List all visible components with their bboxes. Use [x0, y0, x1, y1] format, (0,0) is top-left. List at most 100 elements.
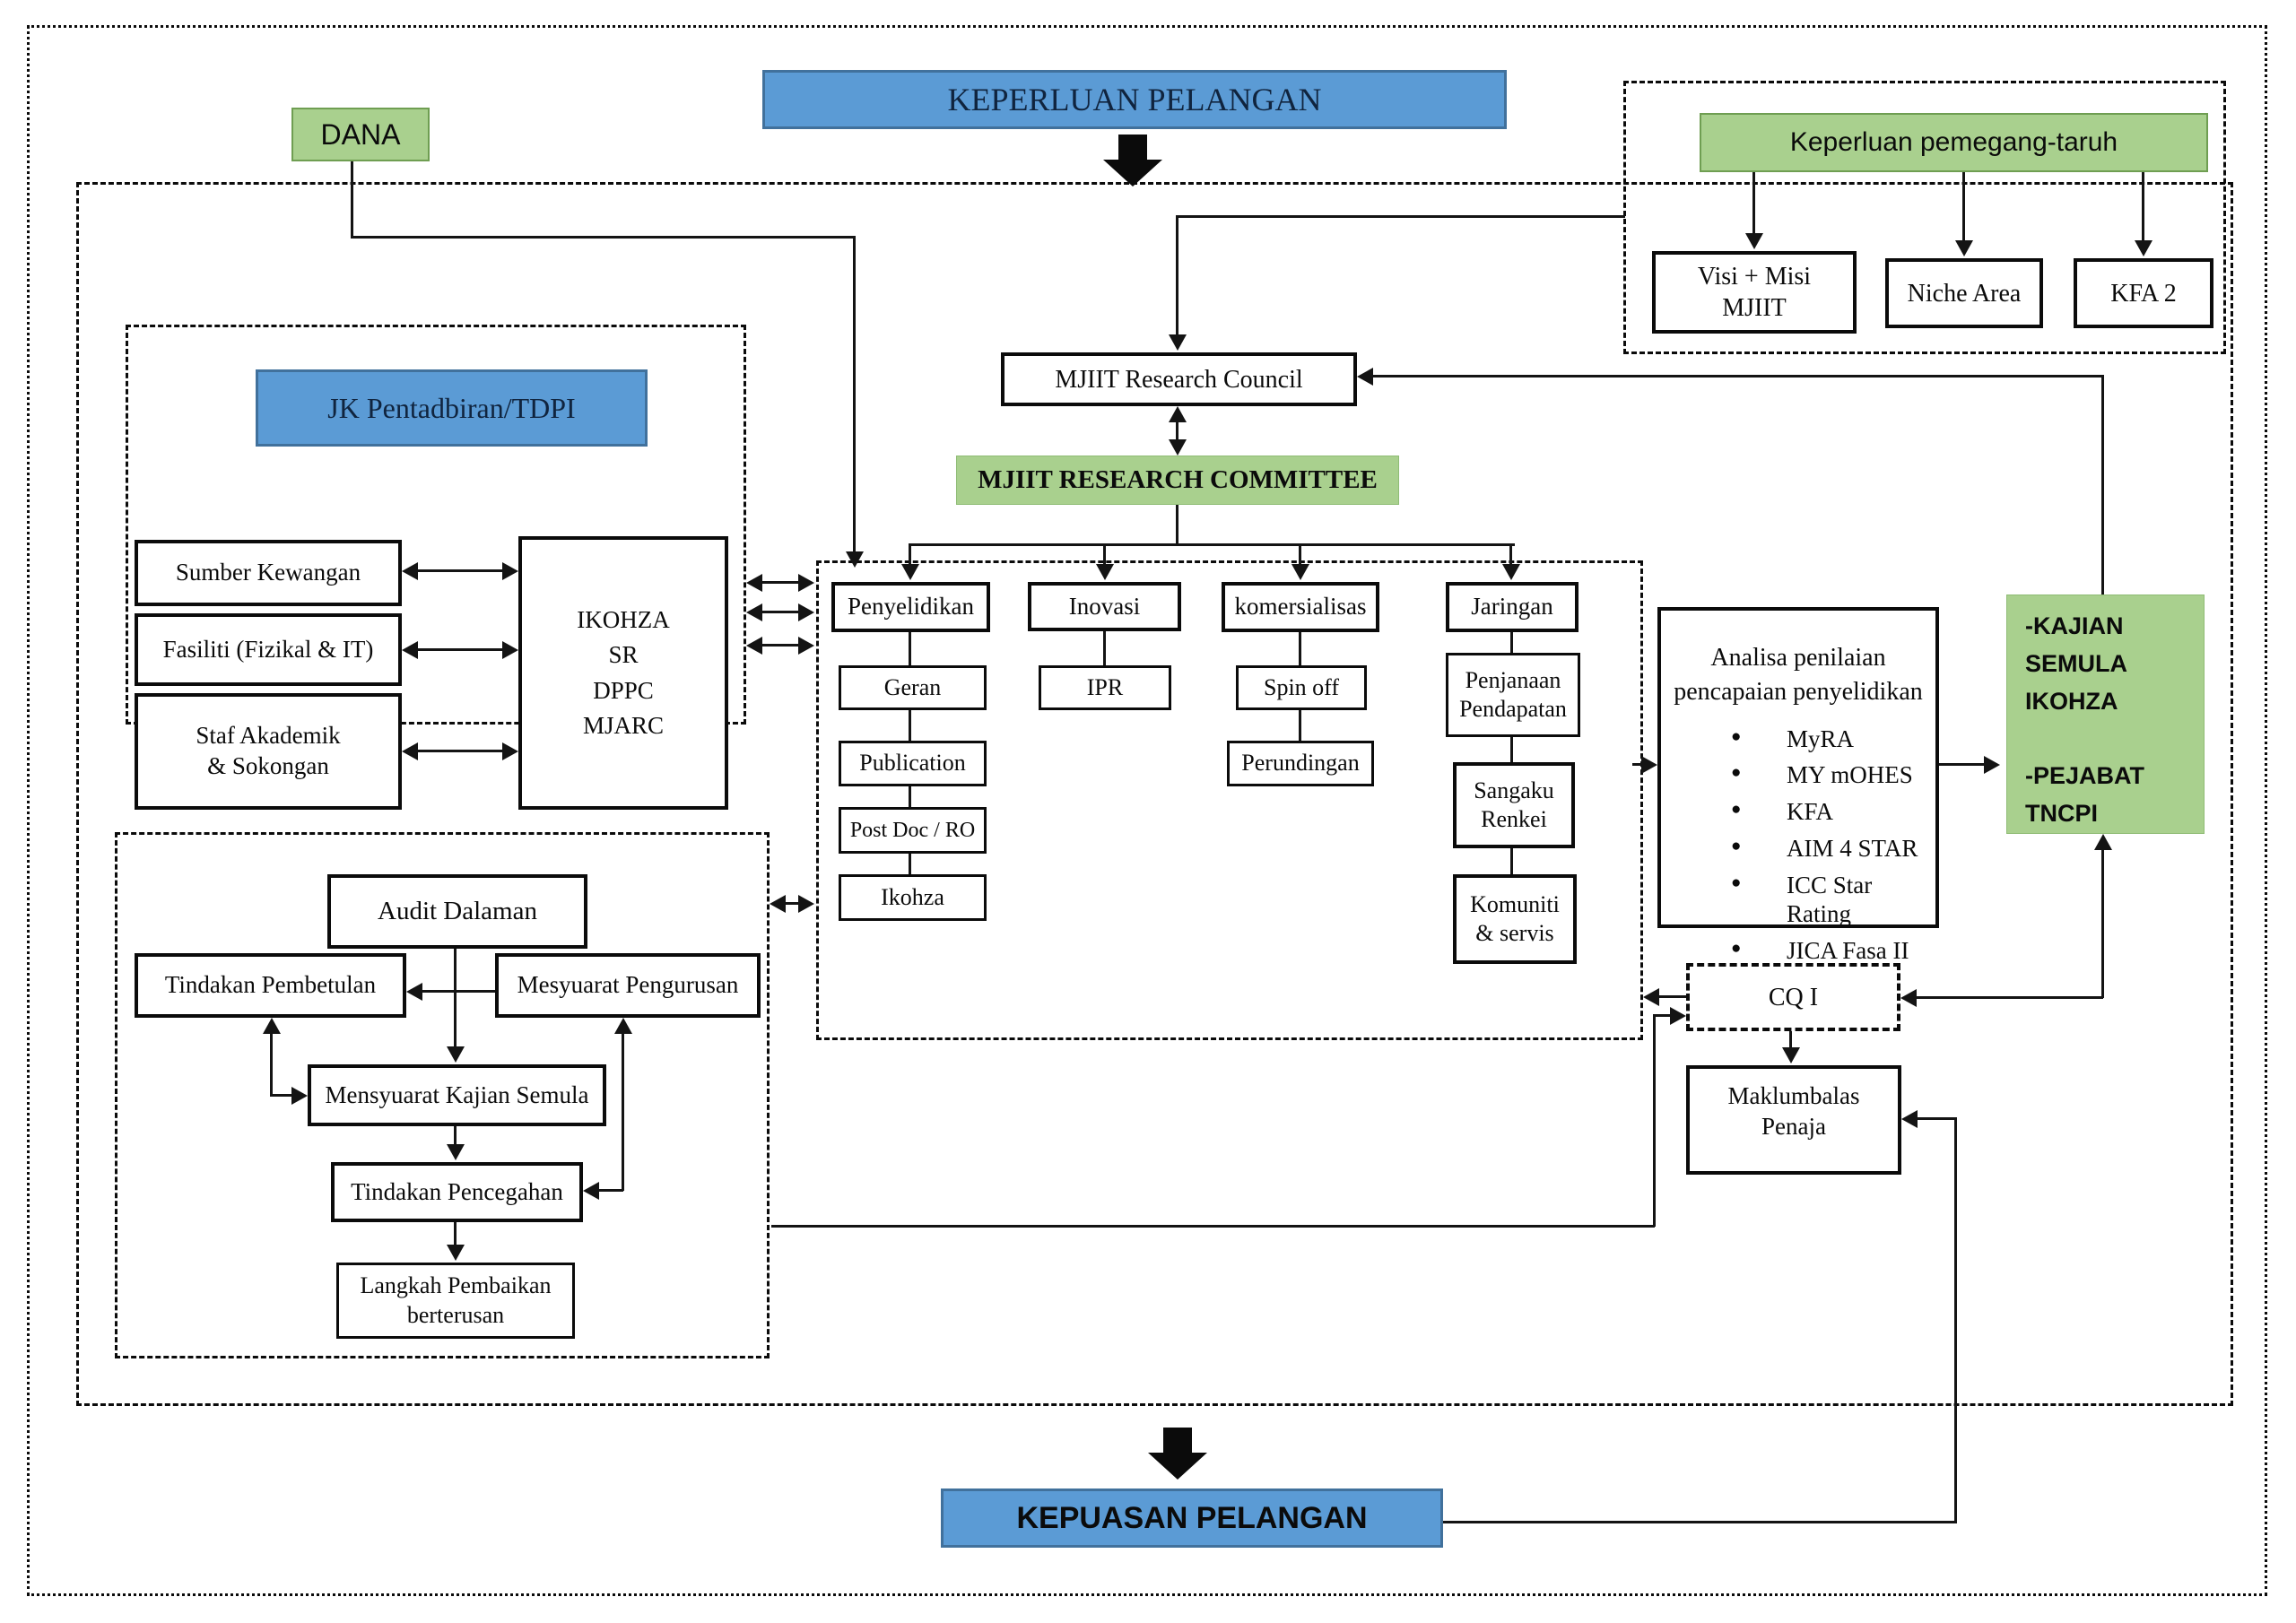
connector-line: [1918, 1117, 1957, 1120]
connector-line: [1752, 172, 1755, 233]
connector-line: [1373, 375, 2103, 378]
arrowhead: [502, 562, 518, 580]
connector-line: [1510, 737, 1513, 762]
arrowhead: [1292, 564, 1309, 580]
arrowhead: [1900, 989, 1917, 1007]
node-mensyuarat-kajian-semula: Mensyuarat Kajian Semula: [308, 1064, 606, 1126]
node-mjiit-research-committee: MJIIT RESEARCH COMMITTEE: [956, 456, 1399, 505]
node-ikohza-small: Ikohza: [839, 874, 987, 921]
arrowhead: [901, 564, 919, 580]
connector-line: [1510, 848, 1513, 874]
arrowhead: [798, 603, 814, 621]
connector-line: [1103, 543, 1106, 564]
connector-line: [786, 902, 798, 905]
connector-line: [622, 1034, 624, 1191]
connector-line: [762, 611, 798, 613]
connector-line: [909, 543, 1515, 546]
node-ikohza-sr-dppc-mjarc: IKOHZA SR DPPC MJARC: [518, 536, 728, 810]
connector-line: [1299, 543, 1301, 564]
arrowhead: [1169, 406, 1187, 422]
node-jaringan: Jaringan: [1446, 582, 1578, 632]
connector-line: [909, 786, 911, 807]
arrowhead: [846, 551, 864, 568]
node-publication: Publication: [839, 741, 987, 786]
arrowhead: [1643, 988, 1659, 1006]
arrowhead: [2094, 834, 2112, 850]
connector-line: [422, 990, 495, 993]
arrowhead: [402, 641, 418, 659]
node-mjiit-research-council: MJIIT Research Council: [1001, 352, 1357, 406]
node-kepuasan-pelangan: KEPUASAN PELANGAN: [941, 1488, 1443, 1548]
node-spin-off: Spin off: [1236, 665, 1367, 710]
analisa-bullet-item: KFA: [1731, 798, 1930, 827]
node-keperluan-pemegang-taruh: Keperluan pemegang-taruh: [1700, 113, 2208, 172]
arrowhead: [402, 742, 418, 760]
node-tindakan-pembetulan: Tindakan Pembetulan: [135, 953, 406, 1018]
node-postdoc-ro: Post Doc / RO: [839, 807, 987, 854]
analisa-bullet-item: AIM 4 STAR: [1731, 835, 1930, 864]
connector-line: [1653, 1014, 1656, 1227]
arrowhead: [1901, 1110, 1918, 1128]
arrowhead: [770, 895, 786, 913]
node-jk-pentadbiran-title: JK Pentadbiran/TDPI: [256, 369, 648, 447]
big-down-arrow-bottom: [1163, 1428, 1192, 1453]
connector-line: [1299, 632, 1301, 665]
big-down-arrow-top: [1118, 135, 1147, 160]
big-down-arrow-bottom-head: [1148, 1453, 1207, 1480]
arrowhead: [502, 641, 518, 659]
connector-line: [762, 644, 798, 647]
node-maklumbalas-penaja: Maklumbalas Penaja: [1686, 1065, 1901, 1175]
connector-line: [2101, 375, 2104, 595]
node-visi-misi-mjiit: Visi + Misi MJIIT: [1652, 251, 1857, 334]
arrowhead: [1096, 564, 1114, 580]
connector-line: [2142, 172, 2144, 240]
node-staf-akademik: Staf Akademik & Sokongan: [135, 693, 402, 810]
arrowhead: [447, 1144, 465, 1160]
analisa-bullet-item: JICA Fasa II: [1731, 937, 1930, 966]
arrowhead: [1169, 334, 1187, 351]
connector-line: [1510, 632, 1513, 653]
node-geran: Geran: [839, 665, 987, 710]
arrowhead: [1502, 564, 1520, 580]
connector-line: [1176, 215, 1178, 336]
node-keperluan-pelangan: KEPERLUAN PELANGAN: [762, 70, 1507, 129]
node-penyelidikan: Penyelidikan: [831, 582, 990, 632]
node-niche-area: Niche Area: [1885, 258, 2043, 328]
arrowhead: [1955, 240, 1973, 256]
connector-line: [909, 543, 911, 564]
kajian-semula-text: -KAJIAN SEMULA IKOHZA -PEJABAT TNCPI: [2025, 612, 2145, 828]
connector-line: [762, 581, 798, 584]
jk-pentadbiran-dashed-boundary: [126, 325, 746, 725]
node-fasiliti: Fasiliti (Fizikal & IT): [135, 613, 402, 686]
arrowhead: [406, 983, 422, 1001]
arrowhead: [291, 1087, 308, 1105]
node-analisa-penilaian: Analisa penilaian pencapaian penyelidika…: [1657, 607, 1939, 964]
arrowhead: [1670, 1007, 1686, 1025]
connector-line: [1299, 710, 1301, 741]
arrowhead: [1641, 756, 1657, 774]
connector-line: [1659, 995, 1686, 998]
connector-line: [270, 1034, 273, 1096]
connector-line: [1939, 763, 1984, 766]
arrowhead: [614, 1018, 632, 1034]
connector-line: [771, 1225, 1655, 1228]
analisa-title: Analisa penilaian pencapaian penyelidika…: [1674, 644, 1923, 706]
analisa-bullet-item: MY mOHES: [1731, 761, 1930, 790]
node-cqi: CQ I: [1686, 963, 1900, 1031]
analisa-bullet-item: ICC Star Rating: [1731, 872, 1930, 929]
connector-line: [1103, 631, 1106, 665]
connector-line: [1176, 505, 1178, 545]
connector-line: [1632, 763, 1643, 766]
arrowhead: [447, 1245, 465, 1261]
big-down-arrow-top-head: [1103, 160, 1162, 187]
node-perundingan: Perundingan: [1227, 741, 1374, 786]
connector-line: [418, 648, 502, 651]
connector-line: [270, 1094, 291, 1097]
analisa-bullet-list: MyRAMY mOHESKFAAIM 4 STARICC Star Rating…: [1661, 725, 1935, 974]
connector-line: [1176, 215, 1625, 218]
connector-line: [351, 236, 856, 239]
arrowhead: [1169, 439, 1187, 456]
connector-line: [1917, 996, 2103, 999]
arrowhead: [1357, 368, 1373, 386]
connector-line: [909, 854, 911, 874]
